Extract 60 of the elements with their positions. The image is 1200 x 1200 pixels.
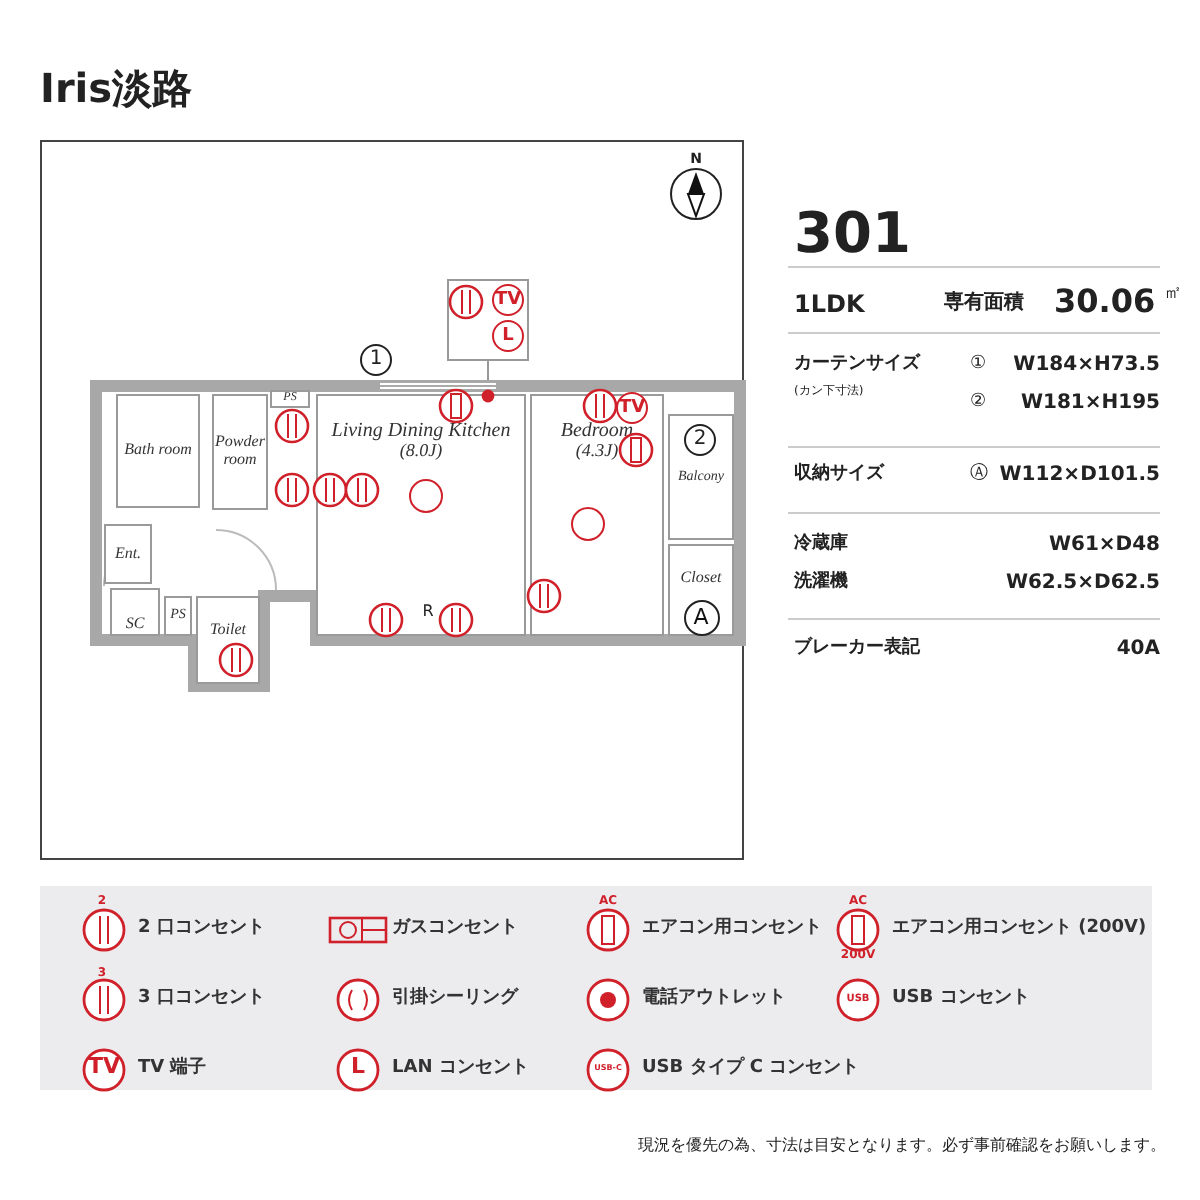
room-label: Toilet	[210, 622, 246, 640]
page-title: Iris淡路	[40, 68, 193, 108]
area-value: 30.06	[1054, 286, 1156, 318]
row-label: 収納サイズ	[794, 466, 884, 484]
window-reference: ①	[970, 356, 987, 374]
row-label: カーテンサイズ	[794, 356, 920, 374]
footnote: 現況を優先の為、寸法は目安となります。必ず事前確認をお願いします。	[638, 1138, 1166, 1154]
dimension-value: W61×D48	[1048, 536, 1160, 556]
legend-label: TV 端子	[138, 1060, 207, 1078]
breaker-value: 40A	[1116, 640, 1160, 660]
dimension-value: W181×H195	[1020, 394, 1160, 414]
legend-label: エアコン用コンセント	[642, 920, 822, 938]
callout-number: 1	[360, 344, 392, 376]
room-label: Ent.	[114, 545, 142, 563]
callout-number: 2	[684, 424, 716, 456]
entrance	[104, 524, 152, 584]
legend-label: 3 口コンセント	[138, 990, 265, 1008]
room-label: SC	[125, 616, 145, 634]
living-dining-kitchen	[316, 394, 526, 636]
dimension-value: W62.5×D62.5	[1005, 574, 1160, 594]
room-label: Living Dining Kitchen	[331, 420, 511, 442]
room-label: Closet	[680, 570, 722, 588]
room-label: (8.0J)	[399, 442, 443, 462]
legend-label: エアコン用コンセント (200V)	[892, 920, 1147, 938]
legend-label: USB タイプ C コンセント	[642, 1060, 860, 1078]
unit-number: 301	[794, 206, 911, 262]
row-label: 冷蔵庫	[794, 536, 848, 554]
appliance-mark: R	[422, 604, 434, 620]
legend-label: LAN コンセント	[392, 1060, 529, 1078]
bedroom	[530, 394, 664, 636]
storage-reference: Ⓐ	[970, 466, 988, 484]
area-unit: ㎡	[1164, 286, 1182, 304]
room-label: Bedroom	[560, 420, 634, 442]
room-label: (4.3J)	[575, 442, 619, 462]
bath-room	[116, 394, 200, 508]
room-label: Powder room	[214, 434, 266, 470]
pipe-space	[164, 596, 192, 636]
row-label: ブレーカー表記	[794, 640, 920, 658]
pipe-space	[270, 390, 310, 408]
closet	[668, 544, 734, 636]
room-label: Bath room	[124, 442, 192, 460]
legend-label: USB コンセント	[892, 990, 1030, 1008]
dimension-value: W184×H73.5	[1013, 356, 1160, 376]
balcony	[668, 414, 734, 540]
tv-outlet-mark: TV	[87, 1055, 121, 1077]
lan-outlet-icon: L	[492, 320, 524, 352]
area-label: 専有面積	[944, 294, 1024, 314]
legend-label: 引掛シーリング	[392, 990, 518, 1008]
lan-outlet-mark: L	[351, 1055, 365, 1077]
powder-room	[212, 394, 268, 510]
window-reference: ②	[970, 394, 987, 412]
legend-label: ガスコンセント	[392, 920, 518, 938]
row-label: 洗濯機	[794, 574, 848, 592]
dimension-value: W112×D101.5	[999, 466, 1160, 486]
floor-plan-type: 1LDK	[794, 292, 865, 316]
storage-mark: A	[683, 599, 719, 636]
tv-outlet-icon: TV	[492, 284, 524, 316]
legend-label: 2 口コンセント	[138, 920, 265, 938]
legend-label: 電話アウトレット	[642, 990, 786, 1008]
shoe-closet	[110, 588, 160, 636]
